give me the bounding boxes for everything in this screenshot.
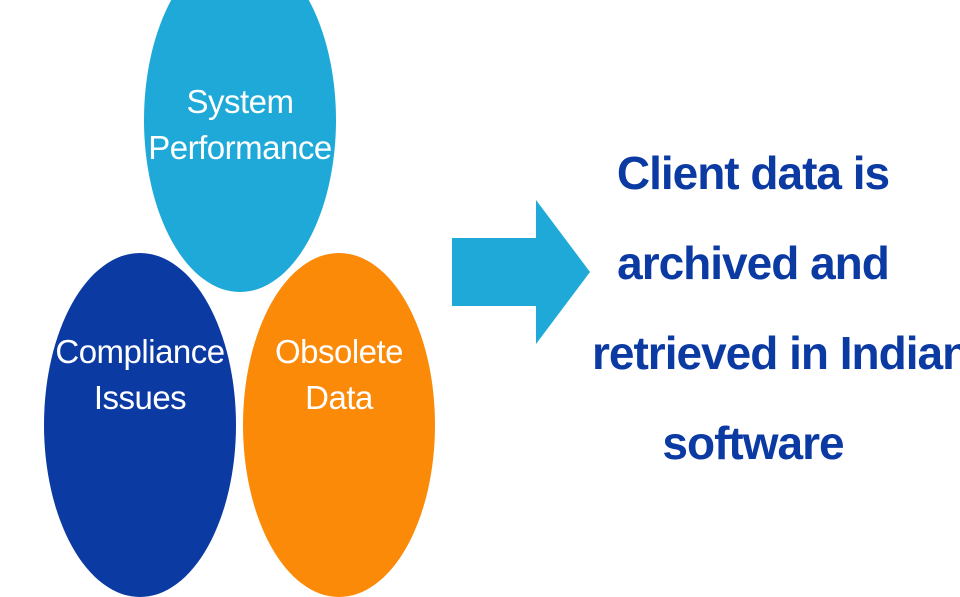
- system-performance-label-line-2: Performance: [148, 129, 332, 166]
- obsolete-data-label-line-1: Obsolete: [274, 333, 404, 370]
- arrow-right-icon: [452, 200, 590, 344]
- system-performance-circle: System Performance: [144, 0, 336, 292]
- archive-message-line-1: Client data is: [616, 147, 890, 199]
- compliance-issues-circle: Compliance Issues: [44, 253, 236, 597]
- obsolete-data-label-line-2: Data: [305, 379, 373, 416]
- obsolete-data-circle: Obsolete Data: [243, 253, 435, 597]
- archive-message-line-3: retrieved in Indian: [592, 327, 960, 379]
- compliance-issues-label-line-1: Compliance: [55, 333, 225, 370]
- archive-message-line-2: archived and: [617, 237, 890, 289]
- system-performance-label-line-1: System: [186, 83, 294, 120]
- archive-message: Client data is archived and retrieved in…: [592, 128, 960, 488]
- compliance-issues-label-line-2: Issues: [93, 379, 187, 416]
- arrow-right-shape: [452, 200, 590, 344]
- archive-message-line-4: software: [662, 417, 844, 469]
